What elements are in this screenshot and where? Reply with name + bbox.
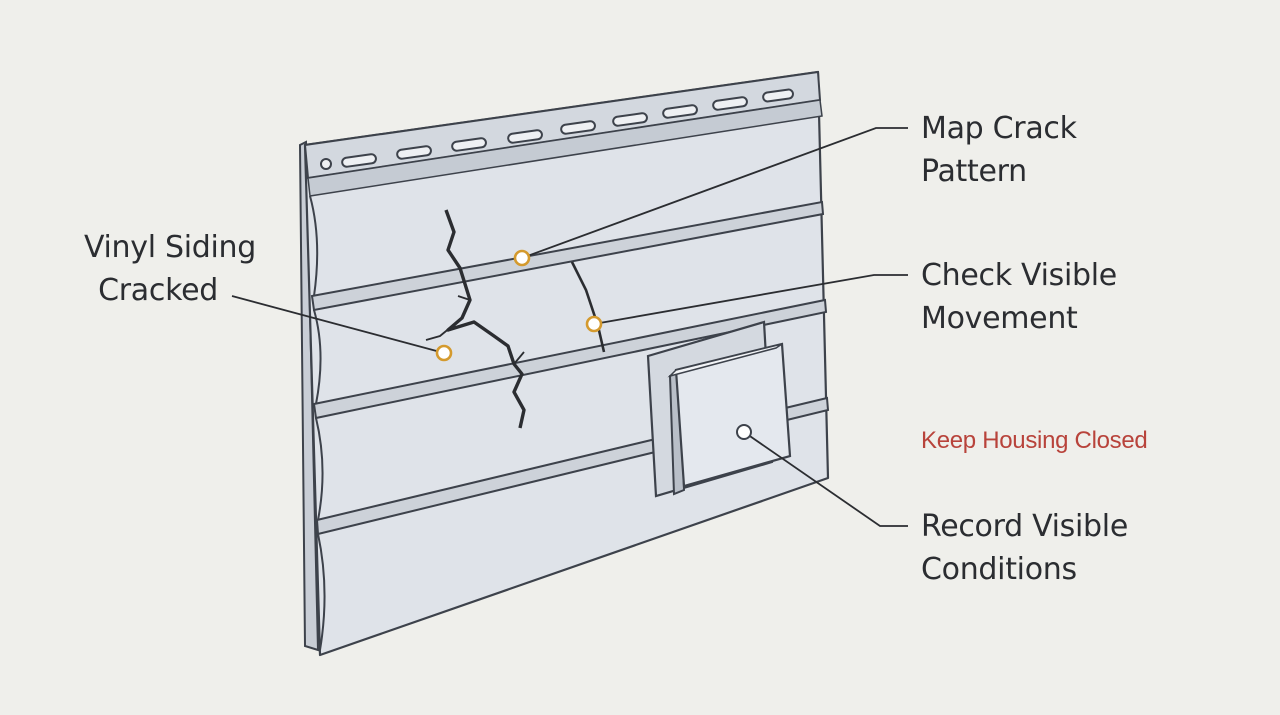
callout-check-movement: Check Visible Movement: [921, 254, 1117, 340]
lap-courses: [310, 200, 830, 536]
nailing-slot: [762, 88, 794, 103]
lap-edge-1: [310, 200, 825, 312]
callout-vinyl-siding-line1: Vinyl Siding: [83, 230, 256, 265]
marker-record-conditions: [736, 424, 752, 440]
callout-map-crack-line1: Map Crack: [921, 111, 1077, 146]
callout-vinyl-siding: Vinyl Siding Cracked: [60, 226, 256, 312]
nailing-slot: [612, 112, 648, 127]
marker-map-crack: [513, 249, 531, 267]
panel-joint-gap: [570, 261, 606, 353]
leader-record-conditions: [743, 431, 908, 527]
callout-map-crack: Map Crack Pattern: [921, 107, 1077, 193]
callout-check-movement-line1: Check Visible: [921, 258, 1117, 293]
warning-text: Keep Housing Closed: [921, 427, 1148, 454]
vent-housing: [646, 320, 792, 498]
nailing-slot: [396, 145, 432, 160]
callout-check-movement-line2: Movement: [921, 301, 1078, 336]
callout-vinyl-siding-line2: Cracked: [98, 273, 218, 308]
nailing-slot: [712, 96, 748, 111]
nailing-hem-shadow: [307, 99, 823, 197]
nailing-slot: [341, 153, 377, 168]
crack-line: [444, 209, 526, 429]
nail-hole: [320, 158, 332, 170]
callout-map-crack-line2: Pattern: [921, 154, 1027, 189]
nailing-slot: [507, 129, 543, 144]
marker-vinyl-siding: [435, 344, 453, 362]
vent-cover-top: [667, 343, 783, 378]
leader-check-movement: [593, 274, 908, 325]
callout-record-conditions-line2: Conditions: [921, 552, 1077, 587]
callout-record-conditions: Record Visible Conditions: [921, 505, 1128, 591]
nailing-slot: [662, 104, 698, 119]
callout-record-conditions-line1: Record Visible: [921, 509, 1128, 544]
crack-branch: [425, 295, 525, 365]
marker-check-movement: [585, 315, 603, 333]
panel-side-edge: [298, 140, 320, 652]
nailing-slots: [341, 88, 794, 168]
leader-lines: [231, 127, 908, 527]
leader-vinyl-siding: [231, 295, 445, 354]
lap-edge-2: [312, 298, 828, 420]
nailing-slot: [451, 137, 487, 152]
leader-map-crack: [521, 127, 908, 259]
nailing-slot: [560, 120, 596, 135]
markers: [435, 249, 752, 440]
